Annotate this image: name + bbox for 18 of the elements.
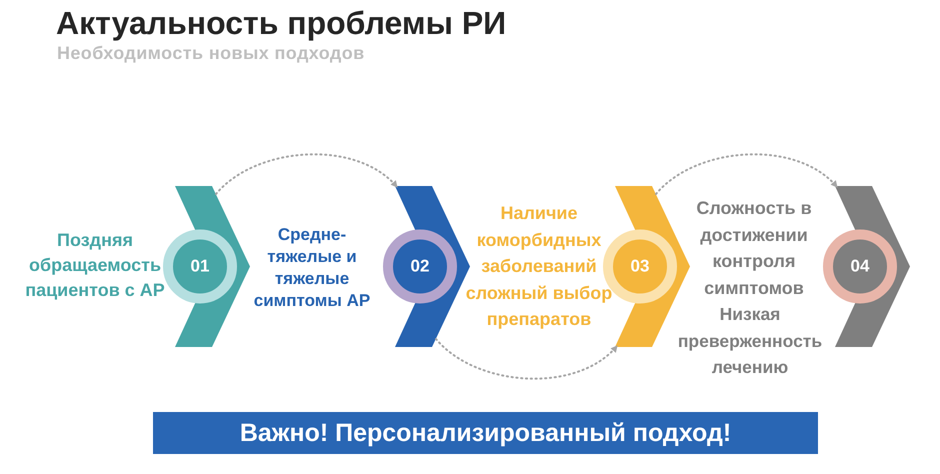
dotted-arrow — [655, 154, 838, 195]
step-description: Наличие коморбидных заболеваний сложный выбор препаратов — [464, 202, 614, 331]
step-number: 02 — [410, 258, 430, 274]
highlight-banner — [153, 412, 818, 454]
banner-text: Важно! Персонализированный подход! — [240, 420, 732, 446]
step-number: 04 — [850, 258, 870, 274]
step-chevron — [163, 186, 250, 347]
step-chevron — [823, 186, 910, 347]
step-description: Сложность в достижении контроля симптомов — [695, 197, 813, 300]
subtitle: Необходимость новых подходов — [57, 42, 365, 64]
dotted-arrow — [435, 338, 618, 380]
title: Актуальность проблемы РИ — [56, 4, 506, 42]
step-description: Средне-тяжелые и тяжелые симптомы АР — [252, 224, 372, 312]
step-description: Низкая преверженность лечению — [677, 303, 823, 379]
dotted-arrow — [215, 154, 398, 195]
step-number: 01 — [190, 258, 210, 274]
step-number: 03 — [630, 258, 650, 274]
step-description: Поздняя обращаемость пациентов с АР — [24, 229, 166, 302]
